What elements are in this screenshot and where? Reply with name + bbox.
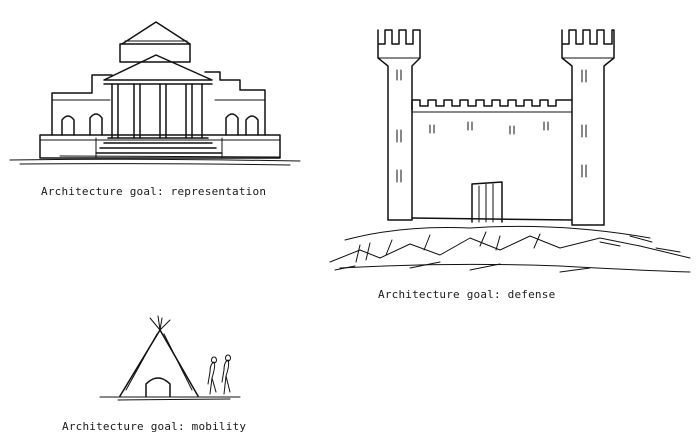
caption-defense: Architecture goal: defense [378, 288, 555, 301]
caption-mobility: Architecture goal: mobility [62, 420, 246, 433]
castle-sketch [330, 30, 690, 272]
palace-sketch [10, 22, 300, 165]
tipi-sketch [100, 316, 240, 400]
caption-representation: Architecture goal: representation [41, 185, 266, 198]
